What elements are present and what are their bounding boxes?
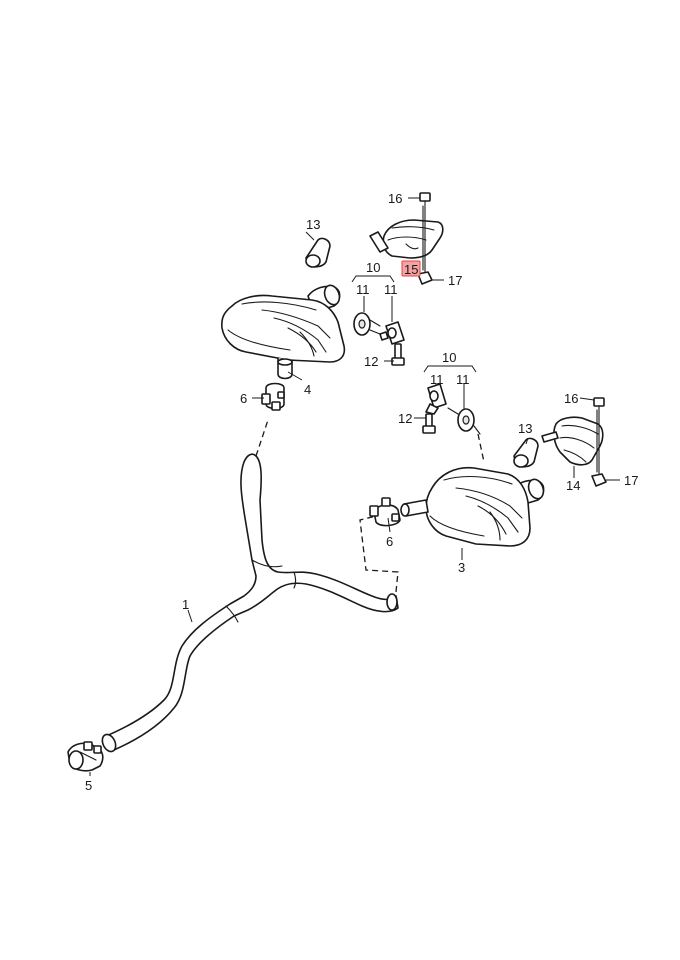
callout-4[interactable]: 4	[304, 382, 311, 397]
part-11-rubber-mount-upper[interactable]	[353, 312, 381, 336]
callout-12-upper[interactable]: 12	[364, 354, 378, 369]
leader-lines	[89, 197, 620, 776]
callout-17-lower[interactable]: 17	[624, 473, 638, 488]
callout-6-upper[interactable]: 6	[240, 391, 247, 406]
part-1-y-pipe[interactable]	[100, 453, 399, 753]
part-4-rear-silencer[interactable]	[221, 283, 346, 380]
part-12-bolt-lower[interactable]	[422, 413, 436, 434]
callout-16-lower[interactable]: 16	[564, 391, 578, 406]
callout-5[interactable]: 5	[85, 778, 92, 793]
part-16-bolt-lower[interactable]	[593, 397, 605, 475]
part-14-bracket-lower[interactable]	[541, 416, 604, 466]
callout-3[interactable]: 3	[458, 560, 465, 575]
callout-14[interactable]: 14	[566, 478, 580, 493]
part-12-bolt-upper[interactable]	[391, 343, 405, 366]
callout-11-lower-a[interactable]: 11	[430, 372, 444, 387]
part-17-nut-lower[interactable]	[591, 473, 607, 487]
callout-12-lower[interactable]: 12	[398, 411, 412, 426]
callout-10-upper[interactable]: 10	[366, 260, 380, 275]
callout-16-upper[interactable]: 16	[388, 191, 402, 206]
part-6-clamp-lower[interactable]	[369, 497, 401, 527]
part-15-bracket-upper[interactable]	[369, 219, 444, 259]
callout-1[interactable]: 1	[182, 597, 189, 612]
part-13-tailpipe-tip-lower[interactable]	[513, 437, 539, 468]
part-16-bolt-upper[interactable]	[419, 192, 431, 273]
part-5-clamp[interactable]	[67, 741, 104, 772]
part-6-clamp-upper[interactable]	[261, 382, 285, 411]
part-10-hanger-lower[interactable]	[425, 383, 447, 415]
part-11-rubber-mount-lower[interactable]	[447, 407, 481, 435]
connection-line-lower	[359, 515, 399, 593]
part-13-tailpipe-tip-upper[interactable]	[305, 237, 331, 268]
callout-11-upper-b[interactable]: 11	[384, 282, 398, 297]
callout-11-upper-a[interactable]: 11	[356, 282, 370, 297]
callout-labels: 1 3 4 5 6 6 10 11 11 12 13 15 16 17 10 1…	[85, 191, 638, 793]
connection-line-mount	[477, 433, 485, 463]
part-10-hanger-upper[interactable]	[379, 321, 405, 345]
callout-11-lower-b[interactable]: 11	[456, 372, 470, 387]
callout-13-lower[interactable]: 13	[518, 421, 532, 436]
callout-6-lower[interactable]: 6	[386, 534, 393, 549]
part-3-rear-silencer-right[interactable]	[400, 466, 546, 547]
callout-13-upper[interactable]: 13	[306, 217, 320, 232]
callout-10-lower[interactable]: 10	[442, 350, 456, 365]
callout-15[interactable]: 15	[404, 262, 418, 277]
connection-line-upper	[255, 419, 269, 457]
callout-17-upper[interactable]: 17	[448, 273, 462, 288]
highlight-box	[401, 260, 421, 277]
